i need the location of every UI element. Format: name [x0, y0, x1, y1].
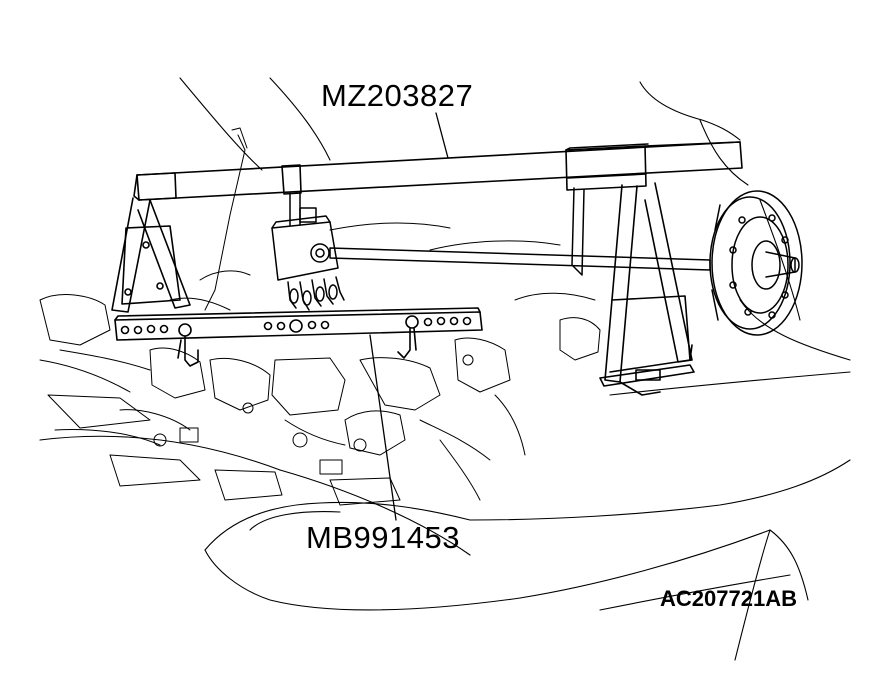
lower-bar-tool — [115, 308, 482, 366]
hook-assembly — [272, 188, 710, 310]
right-support-stand — [600, 183, 694, 395]
engine-bay-components — [40, 128, 600, 505]
left-support-stand — [112, 198, 190, 312]
lower-bar-leader-line — [370, 335, 396, 520]
figure-code: AC207721AB — [660, 586, 797, 611]
callout-leaders — [370, 113, 448, 520]
crossbar-tool — [134, 142, 742, 200]
crankshaft-pulley — [710, 191, 802, 335]
lower-bar-tool-label: MB991453 — [306, 520, 460, 555]
crossbar-tool-label: MZ203827 — [321, 78, 474, 113]
crossbar-leader-line — [436, 113, 448, 158]
vehicle-body-outline — [40, 78, 850, 660]
